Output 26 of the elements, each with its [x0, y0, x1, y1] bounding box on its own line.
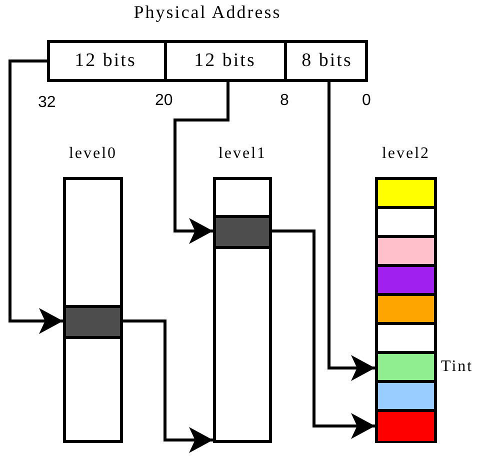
bit-field: 12 bits [47, 43, 167, 79]
table-heading: level1 [218, 145, 267, 163]
bit-position: 0 [362, 92, 371, 110]
table-entry [216, 215, 269, 249]
bit-field: 12 bits [166, 43, 287, 79]
table-heading: level0 [68, 145, 118, 163]
table-entry [378, 238, 434, 267]
table-entry [378, 412, 434, 441]
bit-position: 20 [155, 92, 173, 110]
arrow [272, 230, 375, 439]
table-entry [378, 296, 434, 325]
register-heading: Physical Address [134, 2, 282, 23]
bit-position: 8 [280, 92, 289, 110]
entry-caption: Tint [441, 358, 474, 376]
arrow [328, 82, 375, 381]
arrow [123, 320, 213, 453]
table-entry [66, 305, 120, 339]
arrow [8, 60, 63, 334]
arrow [174, 82, 230, 244]
table-entry [378, 267, 434, 296]
table-entry [378, 180, 434, 209]
bit-position: 32 [38, 94, 56, 112]
table-entry [378, 383, 434, 412]
bit-field: 8 bits [286, 43, 368, 79]
table-heading: level2 [382, 145, 430, 163]
table-entry [378, 354, 434, 383]
